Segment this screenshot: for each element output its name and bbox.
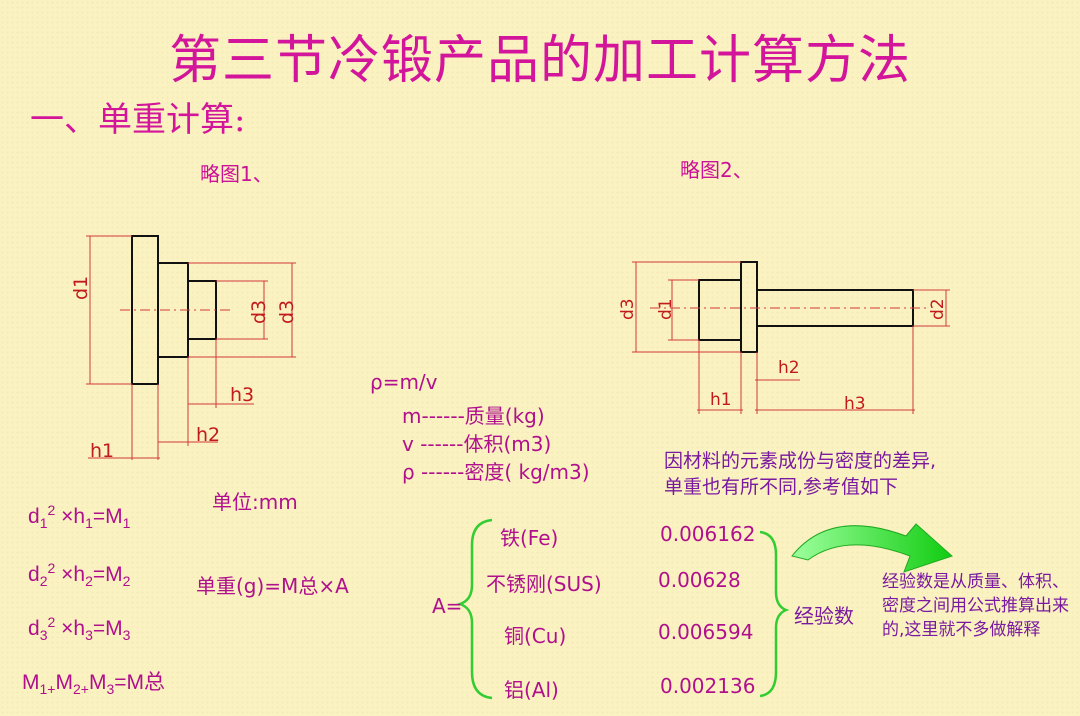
materials-note-line1: 因材料的元素成份与密度的差异, (664, 450, 937, 472)
dim2-d3: d3 (618, 298, 638, 320)
unit-label: 单位:mm (212, 490, 298, 514)
sketch2-drawing (698, 261, 914, 353)
sketch1-dimensions (86, 235, 296, 460)
unit-weight-formula: 单重(g)=M总×A (196, 574, 349, 598)
dim-d3-outer: d3 (276, 299, 298, 324)
formula-m3: d32 ×h3=M3 (28, 614, 131, 644)
material-value-fe: 0.006162 (660, 522, 756, 546)
curved-arrow-icon (791, 523, 953, 573)
material-name-al: 铝(Al) (504, 678, 559, 702)
formula-total: M1+M2+M3=M总 (22, 671, 166, 698)
dim-d1: d1 (70, 275, 92, 300)
density-formula: ρ=m/v (370, 370, 438, 394)
page-title: 第三节冷锻产品的加工计算方法 (168, 31, 911, 91)
right-brace (759, 530, 790, 698)
sketch1-caption: 略图1、 (200, 162, 273, 186)
material-value-al: 0.002136 (660, 674, 756, 698)
dim-h1: h1 (90, 440, 115, 462)
formula-m1: d12 ×h1=M1 (28, 502, 131, 532)
sketch2-dimensions (632, 261, 950, 414)
dim2-d2: d2 (928, 298, 948, 320)
dim-h2: h2 (196, 424, 221, 446)
sketch2-caption: 略图2、 (680, 158, 753, 182)
sketch2-head (698, 279, 742, 341)
a-label: A= (432, 594, 463, 618)
experience-label: 经验数 (794, 604, 854, 628)
materials-note-line2: 单重也有所不同,参考值如下 (664, 476, 899, 498)
material-name-cu: 铜(Cu) (504, 624, 567, 648)
material-value-sus: 0.00628 (658, 568, 741, 592)
formula-m2: d22 ×h2=M2 (28, 560, 131, 590)
left-brace (456, 518, 493, 700)
density-rho-def: ρ ------密度( kg/m3) (402, 460, 590, 484)
section-heading: 一、单重计算: (30, 100, 246, 140)
material-name-sus: 不锈刚(SUS) (486, 572, 602, 596)
dim2-h2: h2 (778, 358, 800, 378)
density-volume-def: v ------体积(m3) (402, 432, 552, 456)
experience-note: 经验数是从质量、体积、密度之间用公式推算出来的,这里就不多做解释 (882, 572, 1069, 640)
dim2-d1: d1 (656, 298, 676, 320)
dim2-h3: h3 (844, 394, 866, 414)
density-mass-def: m------质量(kg) (402, 404, 545, 428)
material-name-fe: 铁(Fe) (500, 526, 559, 550)
dim-h3: h3 (230, 384, 255, 406)
material-value-cu: 0.006594 (658, 620, 754, 644)
sketch2-collar (740, 261, 758, 353)
dim-d3-inner: d3 (248, 299, 270, 324)
dim2-h1: h1 (710, 390, 732, 410)
